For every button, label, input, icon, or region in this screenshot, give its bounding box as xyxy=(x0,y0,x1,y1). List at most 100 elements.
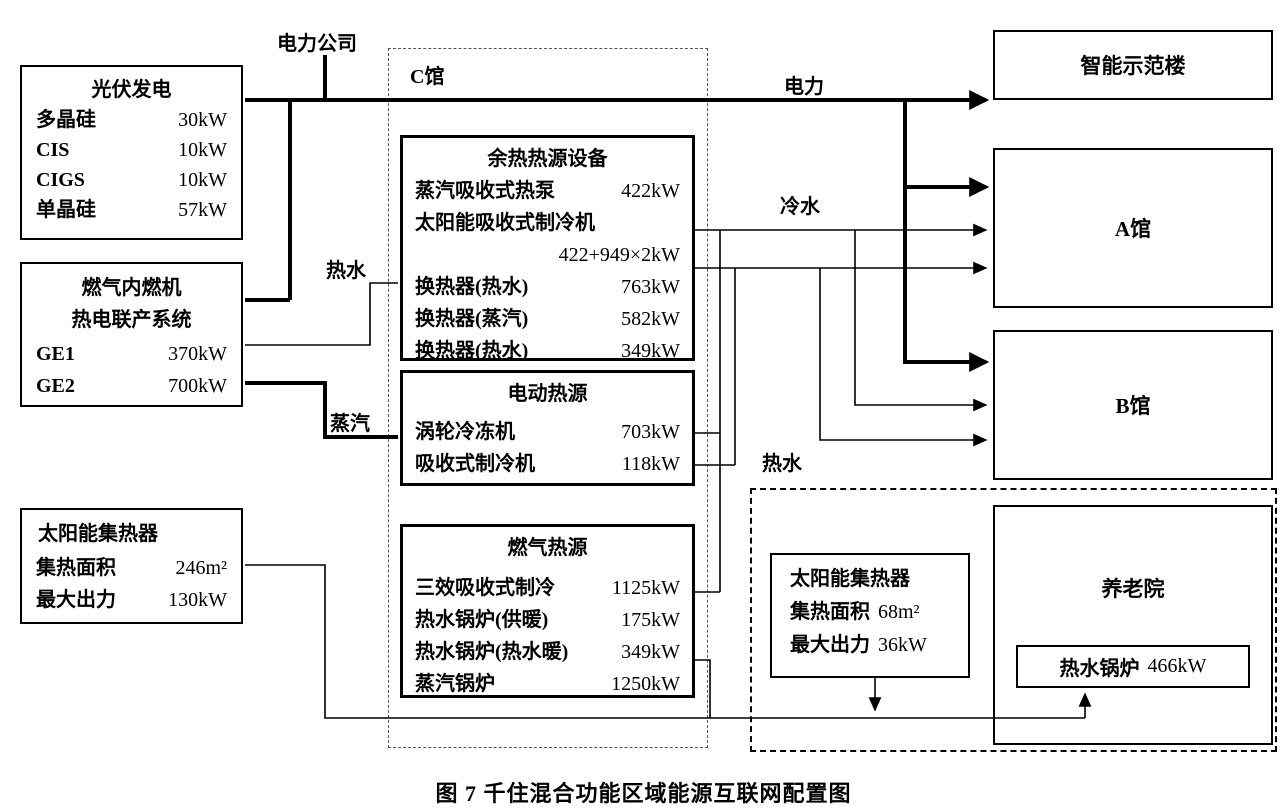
smart-building-box: 智能示范楼 xyxy=(993,30,1273,100)
pv-row: CIGS 10kW xyxy=(22,165,241,195)
solar-large-row-value: 246m² xyxy=(175,557,227,579)
chp-row: GE1 370kW xyxy=(22,338,241,370)
solar-small-row: 最大出力 36kW xyxy=(772,629,968,662)
hall-b-title: B馆 xyxy=(1115,394,1151,418)
pv-row: 多晶硅 30kW xyxy=(22,105,241,135)
pv-title: 光伏发电 xyxy=(91,79,172,101)
gas-heat-row: 热水锅炉(供暖) 175kW xyxy=(403,604,692,636)
waste-heat-row: 换热器(蒸汽) 582kW xyxy=(403,303,692,335)
cold-water-to-hall-b-line-2 xyxy=(819,268,988,447)
gas-heat-row-value: 1125kW xyxy=(611,577,680,599)
solar-large-row-name: 最大出力 xyxy=(36,589,116,611)
chp-steam-line xyxy=(245,381,398,439)
figure-caption: 图 7 千住混合功能区域能源互联网配置图 xyxy=(435,781,852,806)
electric-heat-row-name: 涡轮冷冻机 xyxy=(415,421,515,443)
cold-water-label: 冷水 xyxy=(780,196,820,218)
waste-heat-row-value: 582kW xyxy=(621,308,680,330)
electric-heat-title: 电动热源 xyxy=(507,383,588,405)
hall-a-title: A馆 xyxy=(1114,217,1152,241)
waste-heat-row-name: 太阳能吸收式制冷机 xyxy=(415,212,595,234)
pv-box: 光伏发电 多晶硅 30kW CIS 10kW CIGS 10kW 单晶硅 57k… xyxy=(20,65,243,240)
waste-heat-row: 422+949×2kW xyxy=(403,239,692,271)
solar-small-row-name: 最大出力 xyxy=(790,634,870,656)
nursing-home-box: 养老院 xyxy=(993,505,1273,745)
solar-large-row: 最大出力 130kW xyxy=(22,584,241,616)
gas-heat-row-name: 三效吸收式制冷 xyxy=(415,577,555,599)
chp-hot-water-line xyxy=(245,282,398,346)
electric-heat-row-value: 703kW xyxy=(621,421,680,443)
electricity-to-hall-a-line xyxy=(903,100,990,197)
waste-heat-row: 太阳能吸收式制冷机 xyxy=(403,207,692,239)
pv-row: CIS 10kW xyxy=(22,135,241,165)
electric-heat-row-value: 118kW xyxy=(621,453,680,475)
cold-water-to-hall-b-line-1 xyxy=(854,230,988,412)
hot-water-boiler-box: 热水锅炉 466kW xyxy=(1016,645,1250,688)
pv-row-name: CIGS xyxy=(36,169,85,191)
chp-row-name: GE1 xyxy=(36,343,75,365)
gas-heat-row-name: 蒸汽锅炉 xyxy=(415,673,495,695)
solar-small-row: 集热面积 68m² xyxy=(772,596,968,629)
waste-heat-row-name: 换热器(热水) xyxy=(415,340,529,362)
chp-title-line1: 燃气内燃机 xyxy=(81,277,182,299)
smart-building-title: 智能示范楼 xyxy=(1080,54,1186,78)
solar-small-row-name: 集热面积 xyxy=(790,601,870,623)
pv-row-value: 10kW xyxy=(178,169,227,191)
boiler-name: 热水锅炉 xyxy=(1059,658,1140,680)
chp-title-line2: 热电联产系统 xyxy=(71,309,192,331)
chp-row-name: GE2 xyxy=(36,375,75,397)
waste-heat-row-value: 422+949×2kW xyxy=(558,244,680,266)
waste-heat-row: 换热器(热水) 763kW xyxy=(403,271,692,303)
chp-row: GE2 700kW xyxy=(22,370,241,402)
gas-heat-row-value: 1250kW xyxy=(611,673,680,695)
gas-heat-row: 蒸汽锅炉 1250kW xyxy=(403,668,692,700)
boiler-value: 466kW xyxy=(1147,655,1207,677)
gas-heat-row: 热水锅炉(热水暖) 349kW xyxy=(403,636,692,668)
electric-heat-row-name: 吸收式制冷机 xyxy=(415,453,535,475)
solar-large-row: 集热面积 246m² xyxy=(22,552,241,584)
electric-heat-row: 吸收式制冷机 118kW xyxy=(403,448,692,480)
pv-row-name: CIS xyxy=(36,139,70,161)
pv-row-name: 单晶硅 xyxy=(36,199,96,221)
waste-heat-row-name: 换热器(热水) xyxy=(415,276,529,298)
solar-small-title: 太阳能集热器 xyxy=(790,568,910,590)
electricity-to-hall-b-line xyxy=(903,187,990,372)
pv-row-value: 30kW xyxy=(178,109,227,131)
chp-row-value: 700kW xyxy=(168,375,227,397)
waste-heat-row-value: 422kW xyxy=(621,180,680,202)
building-c-label: C馆 xyxy=(410,66,445,88)
waste-heat-row: 换热器(热水) 349kW xyxy=(403,335,692,367)
gas-heat-row: 三效吸收式制冷 1125kW xyxy=(403,572,692,604)
pv-row-value: 57kW xyxy=(178,199,227,221)
solar-small-row-value: 68m² xyxy=(878,601,920,623)
hall-b-box: B馆 xyxy=(993,330,1273,480)
pv-row-value: 10kW xyxy=(178,139,227,161)
waste-heat-row-name: 蒸汽吸收式热泵 xyxy=(415,180,555,202)
hall-a-box: A馆 xyxy=(993,148,1273,308)
hot-water-left-label: 热水 xyxy=(326,260,366,282)
solar-large-row-name: 集热面积 xyxy=(36,557,116,579)
waste-heat-row-value: 349kW xyxy=(621,340,680,362)
waste-heat-row-name: 换热器(蒸汽) xyxy=(415,308,529,330)
nursing-home-title: 养老院 xyxy=(1101,577,1165,601)
steam-label: 蒸汽 xyxy=(330,413,370,435)
electric-heat-box: 电动热源 涡轮冷冻机 703kW 吸收式制冷机 118kW xyxy=(400,370,695,486)
waste-heat-title: 余热热源设备 xyxy=(487,148,608,170)
chp-electricity-line xyxy=(245,100,292,302)
gas-heat-row-name: 热水锅炉(热水暖) xyxy=(415,641,569,663)
pv-row-name: 多晶硅 xyxy=(36,109,96,131)
solar-small-title-row: 太阳能集热器 xyxy=(772,563,968,596)
gas-heat-box: 燃气热源 三效吸收式制冷 1125kW 热水锅炉(供暖) 175kW 热水锅炉(… xyxy=(400,524,695,698)
electricity-label: 电力 xyxy=(784,76,824,98)
gas-heat-row-value: 349kW xyxy=(621,641,680,663)
power-company-label: 电力公司 xyxy=(277,33,357,55)
gas-heat-title: 燃气热源 xyxy=(507,537,588,559)
electric-heat-row: 涡轮冷冻机 703kW xyxy=(403,416,692,448)
chp-row-value: 370kW xyxy=(168,343,227,365)
hot-water-right-label: 热水 xyxy=(762,453,802,475)
solar-large-title: 太阳能集热器 xyxy=(38,523,158,545)
pv-row: 单晶硅 57kW xyxy=(22,195,241,225)
solar-large-row-value: 130kW xyxy=(168,589,227,611)
solar-small-row-value: 36kW xyxy=(878,634,927,656)
waste-heat-box: 余热热源设备 蒸汽吸收式热泵 422kW 太阳能吸收式制冷机 422+949×2… xyxy=(400,135,695,362)
